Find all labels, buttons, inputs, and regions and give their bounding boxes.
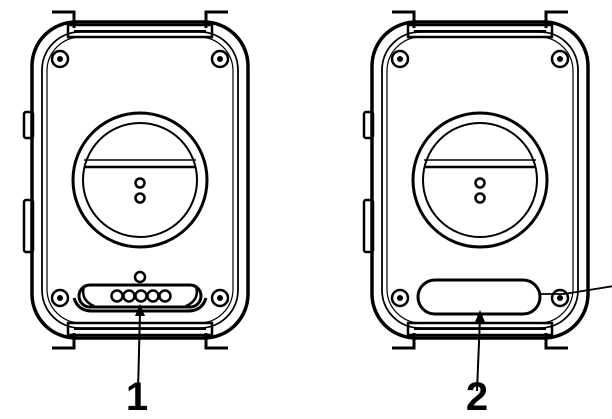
callout-pointer-1	[135, 304, 145, 392]
callout-number-1: 1	[126, 375, 148, 419]
callout-pointer-2	[475, 310, 485, 392]
callout-number-2: 2	[466, 375, 488, 419]
watch-left	[22, 10, 250, 392]
watch-right	[362, 10, 612, 392]
label-area	[416, 278, 542, 316]
